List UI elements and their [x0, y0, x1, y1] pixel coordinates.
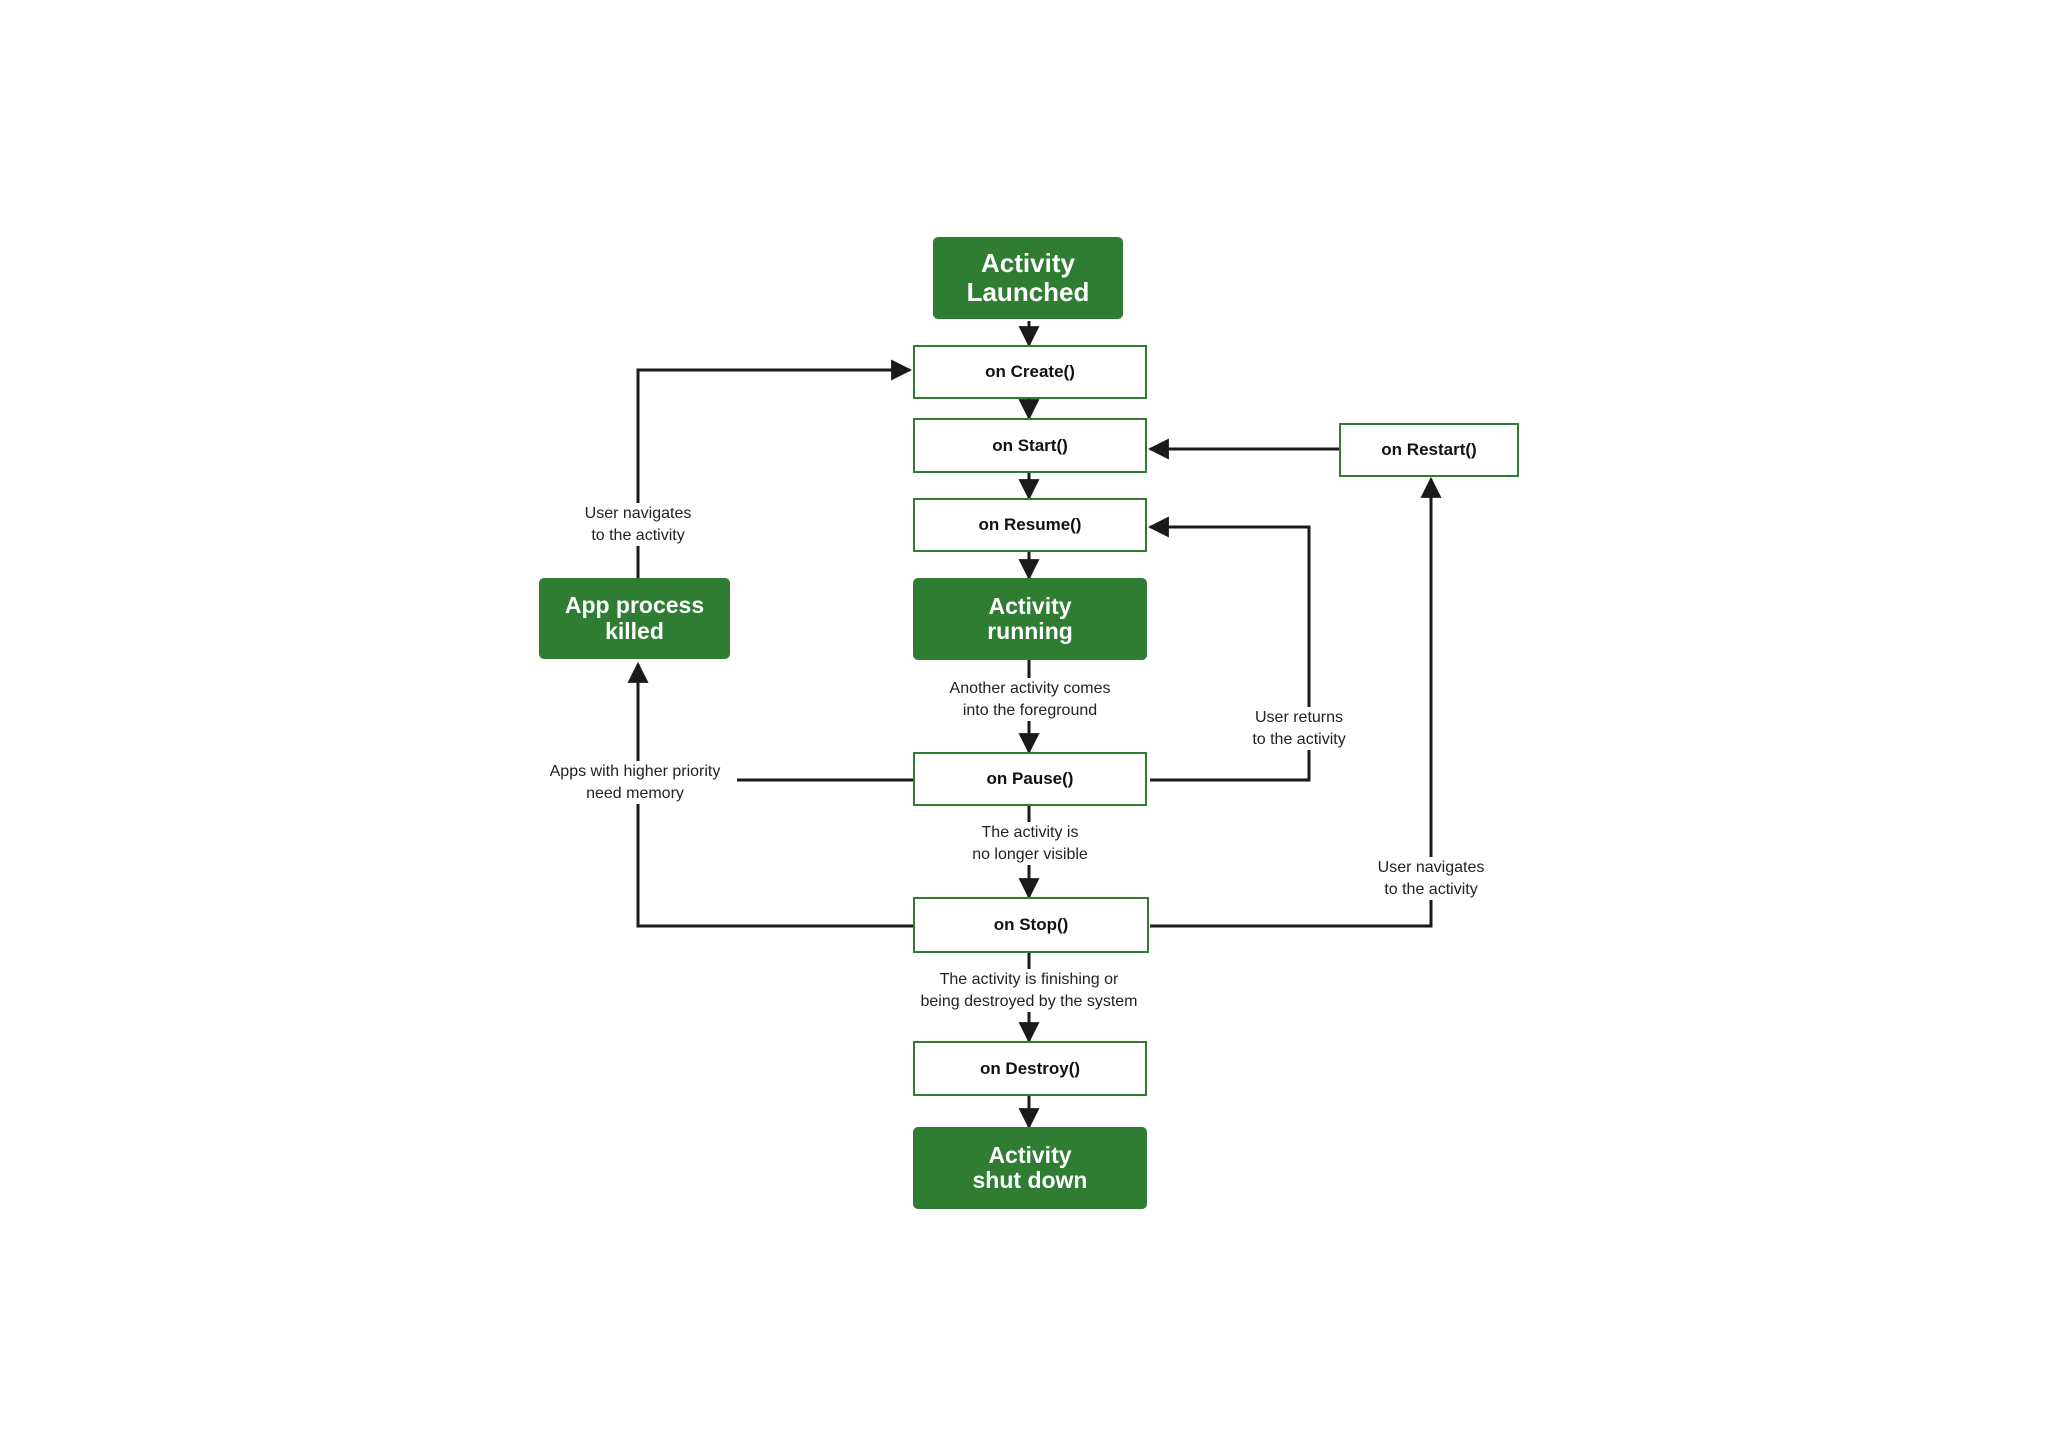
on-destroy-node: on Destroy()	[913, 1041, 1147, 1096]
label-user-navigates-right: User navigates to the activity	[1356, 857, 1506, 901]
activity-shut-down-node: Activity shut down	[913, 1127, 1147, 1209]
on-pause-node: on Pause()	[913, 752, 1147, 806]
label-finishing-or-destroyed: The activity is finishing or being destr…	[906, 969, 1152, 1013]
edge-killed-to-create	[636, 359, 913, 578]
edge-pause-to-resume	[1147, 516, 1311, 782]
edge-stop-to-restart	[1150, 476, 1442, 928]
activity-running-node: Activity running	[913, 578, 1147, 660]
edge-stop-to-killed	[636, 780, 915, 928]
on-stop-node: on Stop()	[913, 897, 1149, 953]
app-process-killed-node: App process killed	[539, 578, 730, 659]
on-create-node: on Create()	[913, 345, 1147, 399]
label-no-longer-visible: The activity is no longer visible	[945, 822, 1115, 866]
activity-launched-node: Activity Launched	[933, 237, 1123, 319]
on-start-node: on Start()	[913, 418, 1147, 473]
label-another-activity-foreground: Another activity comes into the foregrou…	[920, 678, 1140, 722]
on-resume-node: on Resume()	[913, 498, 1147, 552]
label-user-navigates-left: User navigates to the activity	[558, 503, 718, 547]
on-restart-node: on Restart()	[1339, 423, 1519, 477]
label-apps-higher-priority: Apps with higher priority need memory	[533, 761, 737, 805]
label-user-returns: User returns to the activity	[1224, 707, 1374, 751]
